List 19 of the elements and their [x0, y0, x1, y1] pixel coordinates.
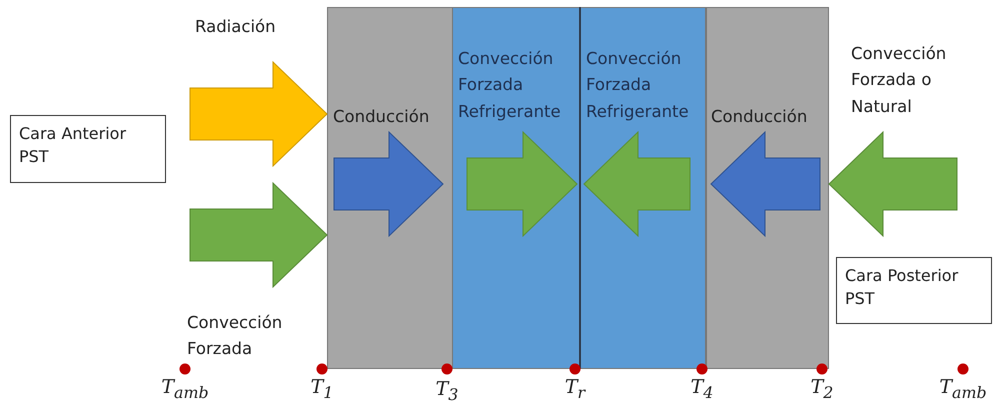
temperature-label: T$_{amb}$	[939, 376, 987, 402]
temperature-label: T$_{4}$	[690, 376, 714, 402]
layer-label: Conducción	[711, 106, 808, 128]
layer-label: Convección Forzada Refrigerante	[458, 48, 562, 123]
block-arrow	[190, 182, 328, 288]
mode-label: Convección Forzada	[187, 312, 284, 360]
temperature-label: T$_{3}$	[436, 378, 458, 404]
layer-label: Conducción	[333, 106, 430, 128]
temperature-label: T$_{1}$	[310, 376, 334, 402]
text-box: Cara Posterior PST	[836, 257, 992, 324]
temperature-label: T$_{r}$	[564, 376, 586, 402]
layer-label: Convección Forzada Refrigerante	[586, 48, 690, 123]
block-arrow	[190, 60, 328, 168]
text-box: Cara Anterior PST	[10, 115, 166, 183]
temperature-label: T$_{2}$	[810, 376, 834, 402]
mode-label: Convección Forzada o Natural	[851, 43, 948, 118]
temperature-label: T$_{amb}$	[161, 376, 209, 402]
mode-label: Radiación	[195, 16, 276, 38]
block-arrow	[828, 130, 958, 238]
